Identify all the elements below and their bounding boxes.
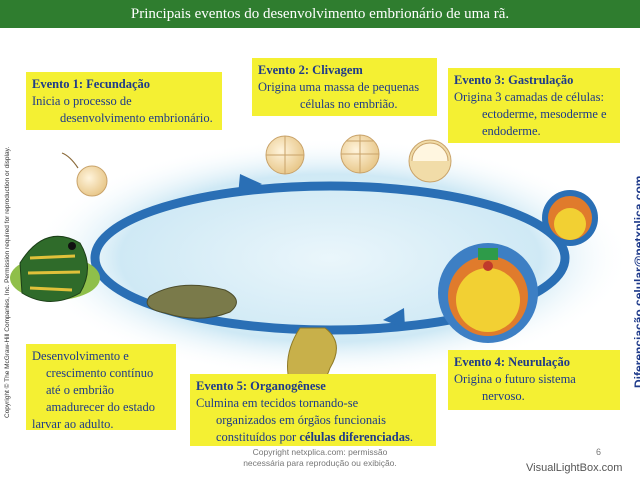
cleavage-embryo-1: [265, 135, 305, 175]
copyright-vertical-left: Copyright © The McGraw-Hill Companies, I…: [4, 146, 11, 418]
event-5-box: Evento 5: Organogênese Culmina em tecido…: [190, 374, 436, 446]
neurula-embryo: [438, 243, 538, 343]
development-box: Desenvolvimento e crescimento contínuo a…: [26, 344, 176, 431]
event-5-line-1: Culmina em tecidos tornando-se: [196, 395, 359, 410]
adult-frog: [10, 235, 100, 302]
development-line-1: Desenvolvimento e: [32, 349, 129, 363]
event-3-line-3: endoderme.: [482, 123, 541, 138]
event-2-box: Evento 2: Clivagem Origina uma massa de …: [252, 58, 437, 116]
arrow-head-top: [238, 174, 262, 196]
footer-copyright: Copyright netxplica.com: permissão neces…: [210, 447, 430, 470]
event-1-line-2: desenvolvimento embrionário.: [60, 110, 213, 125]
page-number: 6: [596, 447, 602, 457]
cycle-ring: [90, 181, 570, 335]
event-2-line-2: células no embrião.: [300, 96, 398, 111]
tadpole: [146, 284, 237, 319]
development-line-5: larvar ao adulto.: [32, 416, 114, 431]
event-2-line-1: Origina uma massa de pequenas: [258, 79, 420, 94]
gastrula-embryo: [542, 190, 598, 246]
watermark: VisualLightBox.com: [526, 462, 623, 474]
fertilized-egg: [76, 165, 108, 197]
development-line-3: até o embrião: [46, 382, 115, 397]
event-3-box: Evento 3: Gastrulação Origina 3 camadas …: [448, 68, 620, 143]
event-3-line-1: Origina 3 camadas de células:: [454, 89, 604, 104]
development-line-2: crescimento contínuo: [46, 365, 154, 380]
event-5-line-3: constituídos por células diferenciadas.: [196, 429, 430, 446]
event-2-heading: Evento 2: Clivagem: [258, 63, 363, 77]
blastula-embryo: [408, 139, 452, 183]
event-5-heading: Evento 5: Organogênese: [196, 379, 326, 393]
event-3-line-2: ectoderme, mesoderme e: [482, 106, 607, 121]
event-4-line-2: nervoso.: [482, 388, 525, 403]
footer-line-2: necessária para reprodução ou exibição.: [243, 458, 397, 469]
development-cycle-illustration: [10, 134, 630, 393]
event-4-line-1: Origina o futuro sistema: [454, 371, 576, 386]
credit-vertical-right: Diferenciação celular@netxplica.com: [632, 175, 640, 388]
footer-line-1: Copyright netxplica.com: permissão: [252, 447, 388, 457]
sperm-tail: [61, 152, 79, 169]
arrow-head-left: [383, 308, 405, 328]
event-1-heading: Evento 1: Fecundação: [32, 77, 151, 91]
event-5-line-3-bold: células diferenciadas: [299, 429, 410, 444]
event-1-box: Evento 1: Fecundação Inicia o processo d…: [26, 72, 222, 130]
slide-title: Principais eventos do desenvolvimento em…: [0, 0, 640, 28]
event-3-heading: Evento 3: Gastrulação: [454, 73, 574, 87]
event-5-line-2: organizados em órgãos funcionais: [216, 412, 386, 427]
event-5-line-3-end: .: [409, 429, 413, 444]
event-4-heading: Evento 4: Neurulação: [454, 355, 570, 369]
event-4-box: Evento 4: Neurulação Origina o futuro si…: [448, 350, 620, 410]
development-line-4: amadurecer do estado: [46, 399, 155, 414]
event-1-line-1: Inicia o processo de: [32, 93, 132, 108]
event-5-line-3-start: constituídos por: [216, 429, 297, 444]
cleavage-embryo-2: [340, 134, 380, 174]
diagram-stage: Evento 1: Fecundação Inicia o processo d…: [0, 28, 640, 448]
